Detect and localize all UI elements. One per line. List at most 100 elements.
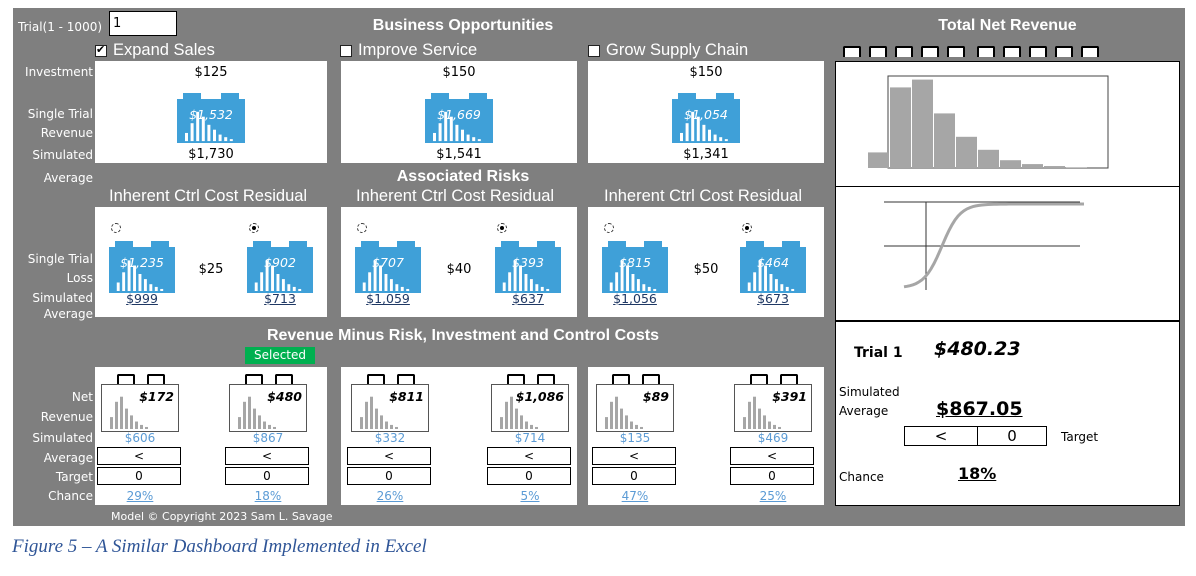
- investment-label: Investment: [25, 65, 93, 79]
- revenue-distribution-chip[interactable]: $1,054: [672, 93, 740, 143]
- chip-bar: [196, 111, 200, 142]
- residual-loss-chip[interactable]: $902: [247, 241, 313, 293]
- grow-supply-chain-checkbox[interactable]: Grow Supply Chain: [588, 41, 748, 60]
- mini-bar: [768, 421, 771, 429]
- operator-select[interactable]: <: [904, 426, 978, 446]
- chip-bar: [379, 265, 382, 291]
- mini-bar: [773, 424, 776, 429]
- mini-bar: [375, 408, 378, 429]
- histogram-bar: [890, 87, 911, 168]
- net-revenue-chip[interactable]: $480: [229, 384, 307, 432]
- target-label: Target: [55, 470, 93, 484]
- inherent-radio[interactable]: [111, 223, 121, 233]
- chip-bar: [218, 134, 222, 142]
- mini-bar: [505, 401, 508, 429]
- investment-value: $150: [689, 65, 723, 80]
- target-input[interactable]: 0: [592, 467, 676, 485]
- improve-service-checkbox[interactable]: Improve Service: [340, 41, 477, 60]
- chip-bar: [154, 286, 158, 291]
- net-revenue-chip[interactable]: $89: [596, 384, 674, 432]
- residual-radio[interactable]: [742, 223, 752, 233]
- opportunity-panel-expand-sales: $125 $1,532 $1,730: [95, 61, 327, 163]
- target-input[interactable]: 0: [97, 467, 181, 485]
- revenue-distribution-chip[interactable]: $1,669: [425, 93, 493, 143]
- operator-select[interactable]: <: [347, 447, 431, 465]
- inherent-average-link[interactable]: $999: [126, 291, 158, 306]
- net-revenue-chip[interactable]: $391: [734, 384, 812, 432]
- mini-bar: [365, 401, 368, 429]
- mini-bar: [605, 417, 608, 429]
- inherent-average-link[interactable]: $1,059: [366, 291, 410, 306]
- chart-tab[interactable]: [921, 46, 939, 57]
- risk-column-headings: Inherent Ctrl Cost Residual: [109, 187, 308, 205]
- operator-select[interactable]: <: [487, 447, 571, 465]
- inherent-loss-chip[interactable]: $815: [602, 241, 668, 293]
- target-input[interactable]: 0: [730, 467, 814, 485]
- chart-tab[interactable]: [977, 46, 995, 57]
- operator-select[interactable]: <: [225, 447, 309, 465]
- chip-bar: [461, 129, 464, 142]
- target-input[interactable]: 0: [487, 467, 571, 485]
- residual-loss-chip[interactable]: $393: [495, 241, 561, 293]
- residual-average-link[interactable]: $673: [757, 291, 789, 306]
- target-input[interactable]: 0: [347, 467, 431, 485]
- chance-value: 18%: [958, 464, 997, 483]
- net-revenue-chip[interactable]: $172: [101, 384, 179, 432]
- mini-bar: [525, 421, 528, 429]
- chance-label: Chance: [839, 470, 884, 484]
- expand-sales-checkbox[interactable]: Expand Sales: [95, 41, 215, 60]
- histogram-bar: [912, 79, 933, 168]
- mini-bar: [615, 396, 618, 429]
- net-chance-value: 25%: [759, 489, 787, 503]
- net-revenue-chip[interactable]: $811: [351, 384, 429, 432]
- net-revenue-chip[interactable]: $1,086: [491, 384, 569, 432]
- mini-bar: [535, 426, 538, 429]
- chart-tab[interactable]: [1055, 46, 1073, 57]
- chart-tab[interactable]: [869, 46, 887, 57]
- residual-radio[interactable]: [249, 223, 259, 233]
- residual-average-link[interactable]: $637: [512, 291, 544, 306]
- chip-bar: [384, 274, 388, 291]
- histogram-bar: [934, 113, 955, 168]
- chance-label: Chance: [48, 489, 93, 503]
- chart-tab[interactable]: [947, 46, 965, 57]
- chip-tab: [612, 374, 630, 385]
- chart-tab[interactable]: [843, 46, 861, 57]
- chip-tab: [367, 374, 385, 385]
- mini-bar: [625, 415, 628, 429]
- mini-bar: [640, 426, 643, 429]
- revenue-distribution-chip[interactable]: $1,532: [177, 93, 245, 143]
- mini-bar: [140, 424, 143, 429]
- target-input[interactable]: 0: [225, 467, 309, 485]
- mini-bar: [145, 426, 148, 429]
- chart-tab[interactable]: [1081, 46, 1099, 57]
- histogram-bar: [1066, 167, 1087, 168]
- chart-tab[interactable]: [1029, 46, 1047, 57]
- chart-tab[interactable]: [895, 46, 913, 57]
- revenue-label: Revenue: [40, 126, 93, 140]
- net-single-value: $480: [267, 389, 302, 404]
- operator-select[interactable]: <: [97, 447, 181, 465]
- cumulative-chart: [884, 201, 1084, 290]
- residual-loss-value: $393: [512, 255, 544, 270]
- chip-bar: [626, 265, 629, 291]
- average-label: Average: [43, 307, 93, 321]
- inherent-loss-chip[interactable]: $707: [355, 241, 421, 293]
- target-input[interactable]: 0: [977, 426, 1047, 446]
- chip-bar: [774, 279, 778, 291]
- chip-bar: [160, 288, 164, 291]
- inherent-radio[interactable]: [357, 223, 367, 233]
- residual-radio[interactable]: [497, 223, 507, 233]
- histogram-bar: [1044, 166, 1065, 168]
- chart-tab[interactable]: [1003, 46, 1021, 57]
- opportunity-panel-improve-service: $150 $1,669 $1,541: [341, 61, 577, 163]
- inherent-radio[interactable]: [604, 223, 614, 233]
- inherent-average-link[interactable]: $1,056: [613, 291, 657, 306]
- trial-input[interactable]: 1: [109, 11, 177, 36]
- operator-select[interactable]: <: [730, 447, 814, 465]
- operator-select[interactable]: <: [592, 447, 676, 465]
- residual-average-link[interactable]: $713: [264, 291, 296, 306]
- inherent-loss-chip[interactable]: $1,235: [109, 241, 175, 293]
- residual-loss-chip[interactable]: $464: [740, 241, 806, 293]
- average-label: Average: [839, 404, 889, 418]
